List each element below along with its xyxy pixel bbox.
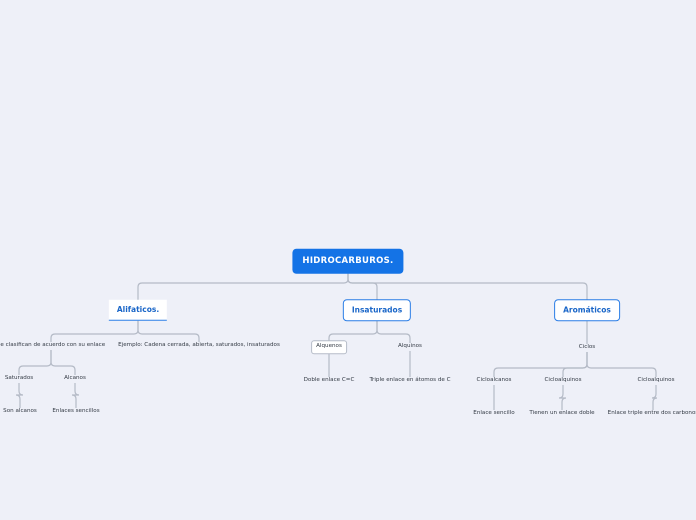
node-triple-enlace[interactable]: Triple enlace en átomos de C <box>369 377 451 384</box>
branch-aromaticos[interactable]: Aromáticos <box>554 299 620 321</box>
connector-ciclos-1 <box>562 352 588 377</box>
connector-insaturados-0 <box>328 320 378 341</box>
node-son-alcanos[interactable]: Son alcanos <box>3 408 37 415</box>
connector-root-0 <box>137 273 349 301</box>
connector-clasificacion-1 <box>50 350 76 375</box>
node-enlace-sencillo[interactable]: Enlace sencillo <box>473 410 515 417</box>
node-cicloalquinos-1[interactable]: Cicloalquinos <box>544 377 582 384</box>
connector-ciclos-2 <box>586 352 657 377</box>
connector-saturados-0 <box>15 383 24 408</box>
connector-ciclos-0 <box>493 352 588 377</box>
branch-insaturados[interactable]: Insaturados <box>342 299 412 321</box>
connector-root-1 <box>347 273 378 300</box>
node-alquinos[interactable]: Alquinos <box>398 343 422 350</box>
node-alquenos[interactable]: Alquenos <box>311 340 347 354</box>
node-alcanos[interactable]: Alcanos <box>64 375 86 382</box>
node-doble-enlace[interactable]: Doble enlace C=C <box>303 377 355 384</box>
root-node-hidrocarburos[interactable]: HIDROCARBUROS. <box>292 248 404 274</box>
node-cicloalcanos[interactable]: Cicloalcanos <box>476 377 512 384</box>
node-enlace-triple[interactable]: Enlace triple entre dos carbonos <box>607 410 696 417</box>
node-cicloalquinos-2[interactable]: Cicloalquinos <box>637 377 675 384</box>
connector-alifaticos-0 <box>50 319 139 342</box>
connector-clasificacion-0 <box>18 350 52 375</box>
node-enlaces-sencillos[interactable]: Enlaces sencillos <box>52 408 100 415</box>
node-ciclos[interactable]: Ciclos <box>578 344 596 351</box>
connector-alifaticos-1 <box>137 319 200 342</box>
branch-alifaticos[interactable]: Alifaticos. <box>108 299 168 321</box>
node-ejemplo-cadenas[interactable]: Ejemplo: Cadena cerrada, abierta, satura… <box>118 342 280 349</box>
connector-cicloalquinos-1-0 <box>558 385 567 410</box>
connector-root-2 <box>347 273 588 300</box>
node-saturados[interactable]: Saturados <box>4 375 34 382</box>
connector-insaturados-1 <box>376 320 411 343</box>
connector-cicloalquinos-2-0 <box>651 385 658 410</box>
connector-alcanos-0 <box>71 383 80 408</box>
node-enlace-doble[interactable]: Tienen un enlace doble <box>529 410 595 417</box>
node-clasificacion-enlace[interactable]: Se clasifican de acuerdo con su enlace <box>0 342 106 349</box>
